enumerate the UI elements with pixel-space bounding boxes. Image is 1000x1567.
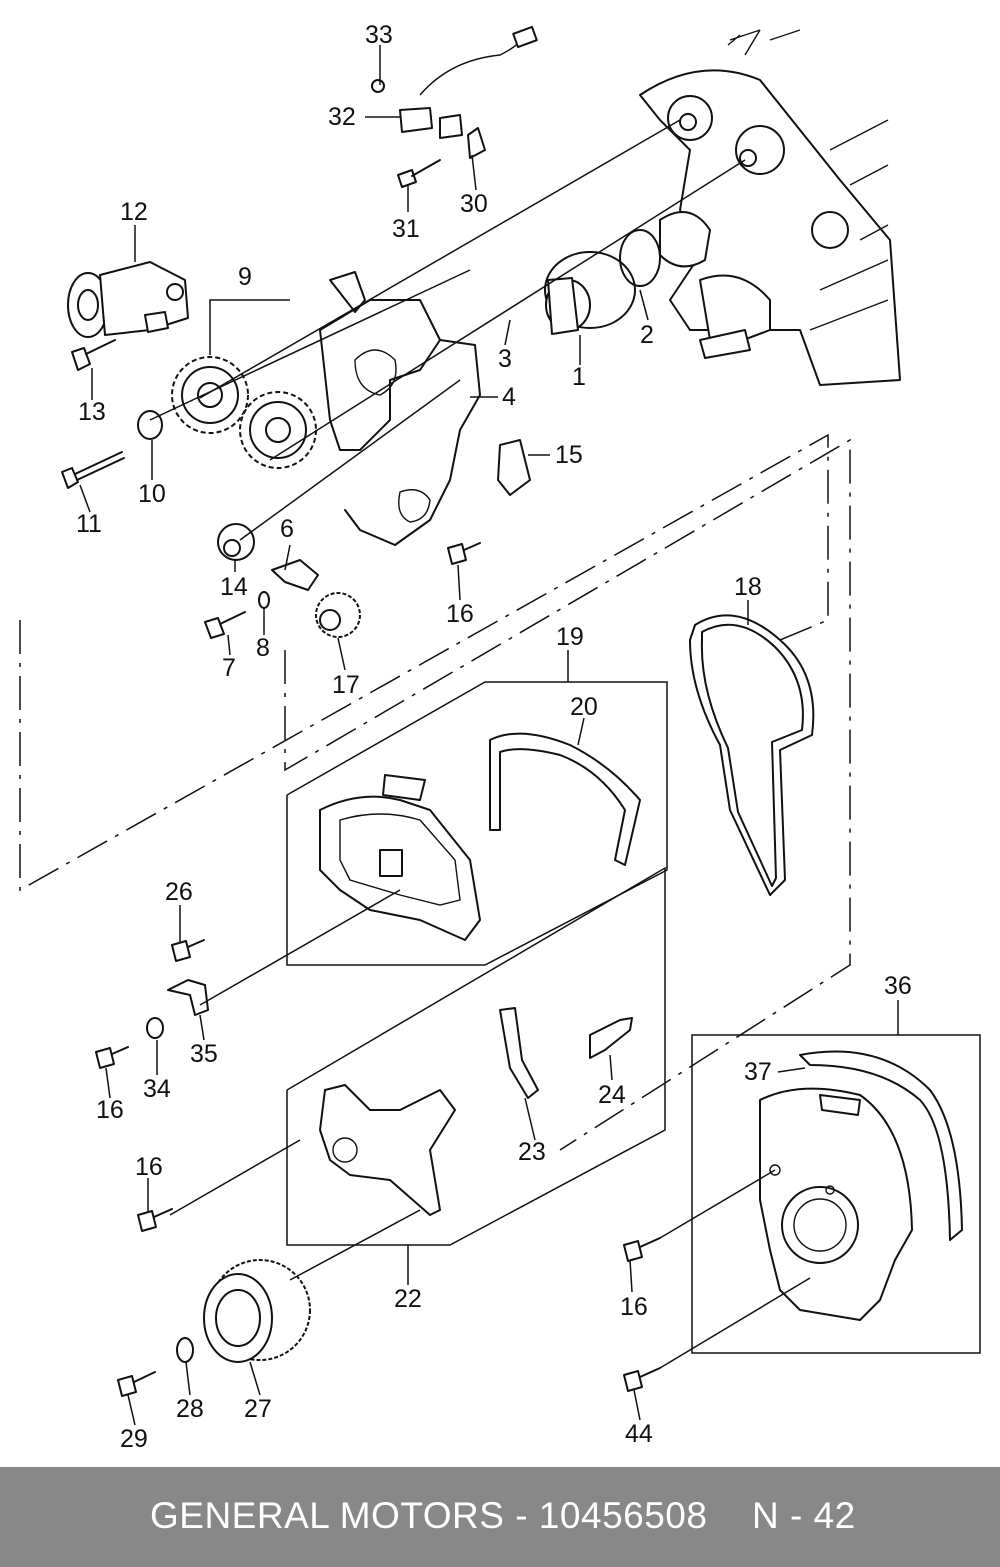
callout-15: 15	[555, 441, 583, 469]
callout-19: 19	[556, 623, 584, 651]
group-box-22	[286, 866, 666, 1246]
gasket-2	[619, 229, 661, 287]
front-cover-assembly-36	[759, 1050, 963, 1321]
washer-28	[176, 1337, 194, 1363]
bolt-11	[61, 451, 125, 489]
bolt-29	[117, 1371, 156, 1397]
callout-17: 17	[332, 671, 360, 699]
callout-12: 12	[120, 198, 148, 226]
washer-34	[146, 1017, 164, 1039]
seal-24	[589, 1017, 633, 1059]
callout-22: 22	[394, 1285, 422, 1313]
bolt-44	[623, 1367, 661, 1392]
bolt-7	[204, 611, 246, 639]
callout-27: 27	[244, 1395, 272, 1423]
sensor-assembly	[371, 26, 538, 188]
group-outline-upper	[19, 433, 829, 892]
upper-front-cover-19	[319, 774, 481, 941]
callout-9: 9	[238, 263, 252, 291]
seal-20	[489, 732, 641, 866]
callout-6: 6	[280, 515, 294, 543]
callout-29: 29	[120, 1425, 148, 1453]
water-pump-1	[544, 229, 661, 335]
callout-10: 10	[138, 480, 166, 508]
timing-belt-exploded-diagram: 33 32 30 31 12 9 13 10 11 3 1 2 4 15 6 1…	[19, 21, 981, 1453]
callout-24: 24	[598, 1081, 626, 1109]
group-box-19	[286, 681, 668, 966]
seal-23	[499, 1007, 539, 1099]
callout-13: 13	[78, 398, 106, 426]
callout-16-b: 16	[96, 1096, 124, 1124]
callout-33: 33	[365, 21, 393, 49]
callout-31: 31	[392, 215, 420, 243]
callout-2: 2	[640, 321, 654, 349]
callout-44: 44	[625, 1420, 653, 1448]
bolt-16c	[137, 1208, 173, 1232]
part-number-title: GENERAL MOTORS - 10456508	[150, 1495, 708, 1536]
bolt-26	[171, 939, 205, 962]
idler-14	[217, 523, 255, 561]
bracket-35	[167, 979, 209, 1016]
callout-18: 18	[734, 573, 762, 601]
callout-14: 14	[220, 573, 248, 601]
bolt-16b	[95, 1046, 129, 1069]
callout-30: 30	[460, 190, 488, 218]
callout-1: 1	[572, 363, 586, 391]
callout-16-c: 16	[135, 1153, 163, 1181]
callout-23: 23	[518, 1138, 546, 1166]
callout-34: 34	[143, 1075, 171, 1103]
lower-rear-cover-22	[319, 1084, 456, 1216]
callout-16-d: 16	[620, 1293, 648, 1321]
callout-4: 4	[502, 383, 516, 411]
callout-7: 7	[222, 654, 236, 682]
bolt-13	[71, 339, 116, 371]
footer-bar: GENERAL MOTORS - 10456508 N - 42	[0, 1467, 1000, 1567]
callout-3: 3	[498, 345, 512, 373]
callout-36: 36	[884, 972, 912, 1000]
callout-16-a: 16	[446, 600, 474, 628]
engine-block	[639, 29, 901, 386]
crank-pulley-27	[203, 1259, 311, 1363]
callout-20: 20	[570, 693, 598, 721]
crank-sprocket-17	[315, 592, 361, 638]
group-outline-belt	[284, 438, 851, 1151]
rear-cover-4	[319, 271, 481, 546]
callouts: 33 32 30 31 12 9 13 10 11 3 1 2 4 15 6 1…	[76, 21, 912, 1453]
callout-28: 28	[176, 1395, 204, 1423]
idler-15	[497, 439, 531, 496]
callout-37: 37	[744, 1058, 772, 1086]
leader-lines	[79, 45, 899, 1426]
timing-belt-18	[689, 614, 815, 896]
camshaft-sprockets-9	[171, 356, 317, 469]
callout-32: 32	[328, 103, 356, 131]
callout-35: 35	[190, 1040, 218, 1068]
bolt-16a	[447, 542, 481, 565]
bolt-16d	[623, 1237, 661, 1262]
washer-10	[137, 410, 163, 440]
callout-8: 8	[256, 634, 270, 662]
washer-8	[258, 591, 270, 609]
tensioner-pulley-12	[67, 261, 189, 338]
bracket-6	[271, 559, 319, 591]
callout-26: 26	[165, 878, 193, 906]
page-number: N - 42	[752, 1495, 856, 1536]
callout-11: 11	[76, 510, 102, 538]
